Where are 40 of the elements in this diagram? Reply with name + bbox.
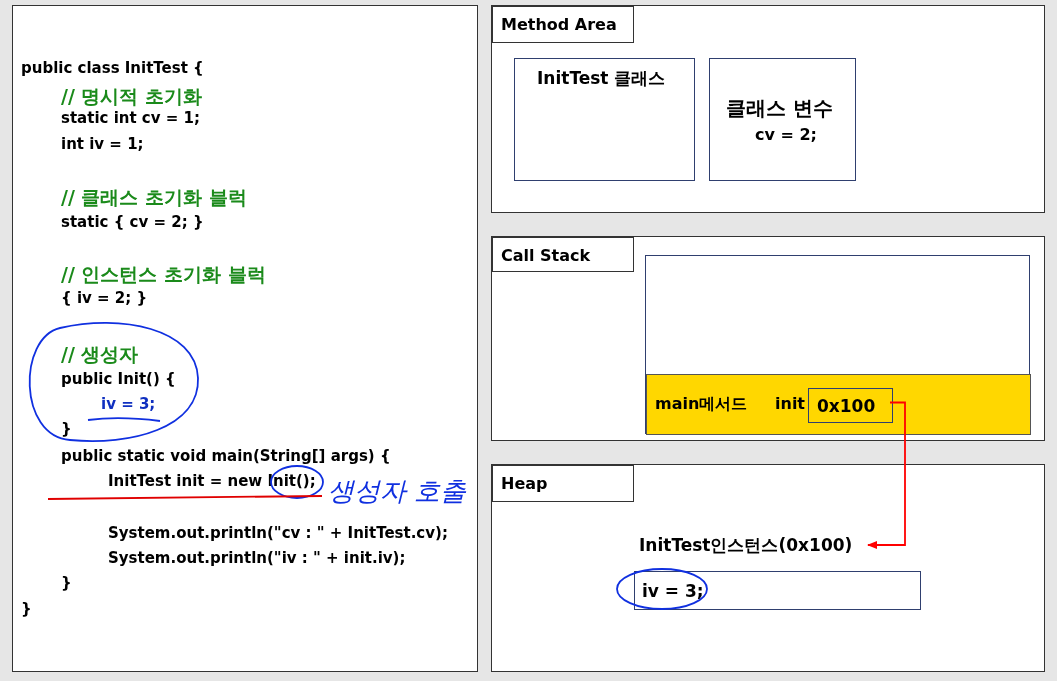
frame-title: main메서드 [655,394,748,415]
box-value: cv = 2; [755,125,817,144]
section-tab: Heap [492,465,634,502]
code-comment: // 명시적 초기화 [61,84,203,109]
memory-panel [491,236,1045,441]
handwritten-note: 생성자 호출 [328,475,467,508]
memory-box [709,58,856,181]
code-line: public static void main(String[] args) { [61,447,391,465]
code-comment: // 인스턴스 초기화 블럭 [61,262,266,287]
stack-frame [645,255,1030,434]
section-tab: Call Stack [492,237,634,272]
memory-box [808,388,893,423]
code-line: iv = 3; [101,395,156,413]
code-panel [12,5,478,672]
code-line: public Init() { [61,370,176,388]
arrow [867,401,906,549]
code-line: static { cv = 2; } [61,213,204,231]
instance-label: InitTest인스턴스(0x100) [639,532,867,560]
code-comment: // 클래스 초기화 블럭 [61,185,247,210]
code-line: System.out.println("cv : " + InitTest.cv); [108,524,448,542]
memory-panel [491,5,1045,213]
code-line: static int cv = 1; [61,109,200,127]
box-label: 0x100 [817,396,876,416]
code-line: int iv = 1; [61,135,144,153]
code-line: public class InitTest { [21,59,204,77]
code-line: { iv = 2; } [61,289,148,307]
method-frame [646,374,1031,435]
box-label: InitTest 클래스 [537,67,666,90]
code-comment: // 생성자 [61,342,139,367]
code-line: } [61,420,72,438]
code-line: } [21,600,32,618]
box-label: iv = 3; [642,581,704,601]
memory-box [634,571,921,610]
section-tab: Method Area [492,6,634,43]
box-label: 클래스 변수 [726,95,833,122]
code-line: System.out.println("iv : " + init.iv); [108,549,406,567]
code-line: } [61,574,72,592]
memory-panel [491,464,1045,672]
memory-box [514,58,695,181]
variable-name: init [775,394,805,413]
